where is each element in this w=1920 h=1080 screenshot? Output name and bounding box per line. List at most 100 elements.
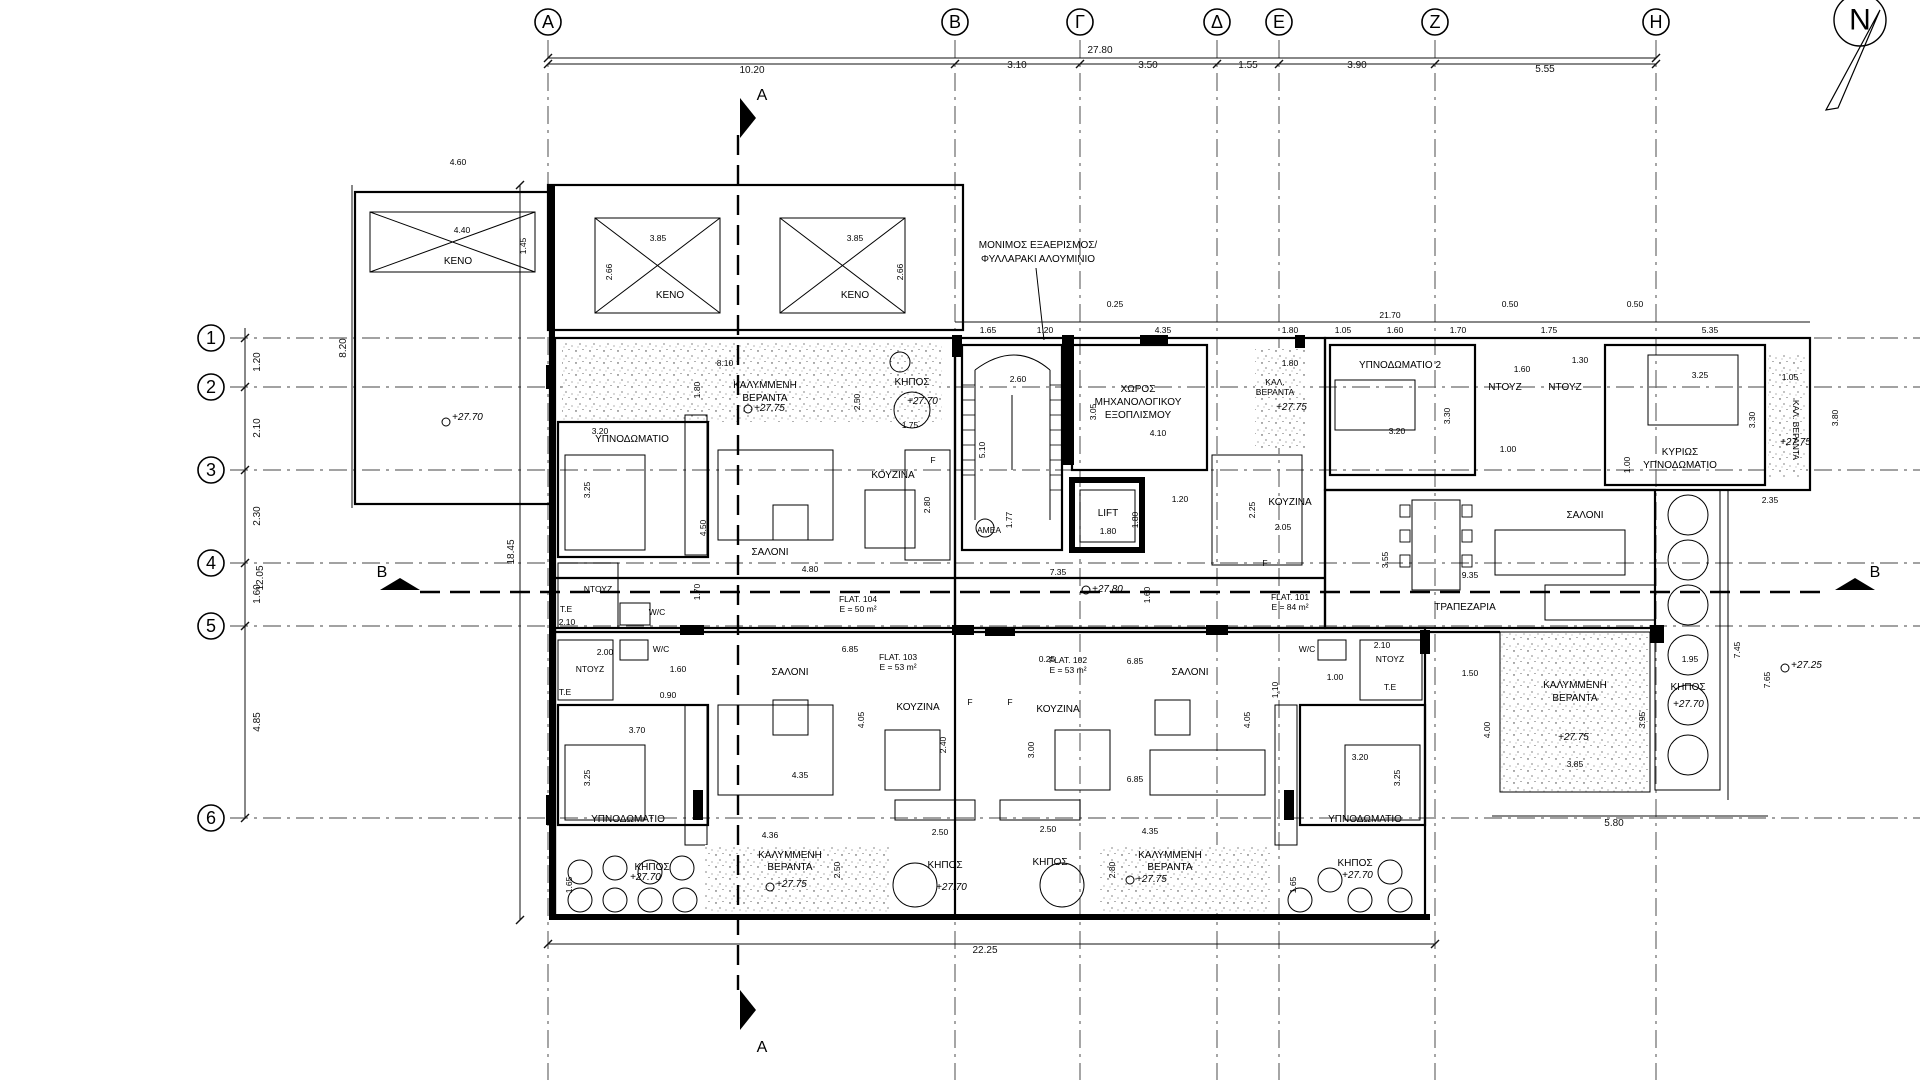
grid-bubble-g: Γ <box>1066 8 1094 36</box>
dim-row-3: 4.35 <box>1155 325 1172 335</box>
dim-veranda-tl: 8.10 <box>717 358 734 368</box>
flat-102: FLAT. 102 E = 53 m² 0.25 ΚΟΥΖΙΝΑ 3.00 F … <box>999 639 1427 846</box>
north-label: N <box>1849 4 1871 37</box>
upper-row-dims: 1.65 1.20 4.35 1.80 1.05 1.60 1.70 1.75 … <box>955 299 1810 335</box>
mech-label-2: ΜΗΧΑΝΟΛΟΓΙΚΟΥ <box>1095 397 1182 408</box>
dim-veranda-right: 3.85 <box>1567 759 1584 769</box>
dim-living-103-h: 4.05 <box>856 711 866 728</box>
dim-vent-gap: 0.25 <box>1107 299 1124 309</box>
dim-door-103: 0.90 <box>660 690 677 700</box>
grid-bubble-e: Ε <box>1265 8 1293 36</box>
dim-bottom-overall: 22.25 <box>972 945 997 956</box>
dim-bedroom-104-h: 3.25 <box>582 481 592 498</box>
grid-label-1: 1 <box>206 328 216 348</box>
grid-bubble-2: 2 <box>197 373 225 401</box>
veranda-bl-1: ΚΑΛΥΜΜΕΝΗ <box>758 850 822 861</box>
flat-104-area: E = 50 m² <box>839 604 876 614</box>
dim-veranda-104-h2: 2.50 <box>852 393 862 410</box>
dim-garden-br: 1.65 <box>1288 876 1298 893</box>
bottom-dimension-chain: 22.25 5.80 <box>543 815 1768 956</box>
dim-gap-2: 0.50 <box>1627 299 1644 309</box>
dim-gap-1: 0.50 <box>1502 299 1519 309</box>
grid-lines <box>230 40 1920 1080</box>
dim-left-seg-3: 2.30 <box>252 506 263 526</box>
dim-master-h: 3.30 <box>1747 411 1757 428</box>
dim-living-102: 6.85 <box>1127 656 1144 666</box>
flat-101-area: E = 84 m² <box>1271 602 1308 612</box>
master-label-1: ΚΥΡΙΩΣ <box>1662 447 1698 458</box>
dim-top-seg-3: 3.50 <box>1138 60 1158 71</box>
flat-102-name: FLAT. 102 <box>1049 655 1087 665</box>
dim-shaft2-h: 2.66 <box>895 263 905 280</box>
wc-104-label: W/C <box>649 607 666 617</box>
dim-garden-104: 1.75 <box>902 420 919 430</box>
shower-104-label: ΝΤΟΥΖ <box>584 584 612 594</box>
garden-bm2-label: ΚΗΠΟΣ <box>1032 857 1067 868</box>
dim-left-seg-2: 2.10 <box>252 418 263 438</box>
te-103-label: Τ.Ε <box>559 687 572 697</box>
veranda-right-1: ΚΑΛΥΜΜΕΝΗ <box>1543 680 1607 691</box>
grid-label-e: Ε <box>1273 12 1285 32</box>
north-arrow: N <box>1824 0 1887 111</box>
dim-wc-103: 1.60 <box>670 664 687 674</box>
dim-master-depth: 3.80 <box>1830 409 1840 426</box>
garden-bm1-label: ΚΗΠΟΣ <box>927 860 962 871</box>
garden-br-label: ΚΗΠΟΣ <box>1337 858 1372 869</box>
grid-label-3: 3 <box>206 460 216 480</box>
fridge-104: F <box>930 455 935 465</box>
dim-left-seg-5: 4.85 <box>252 712 263 732</box>
veranda-bm-1: ΚΑΛΥΜΜΕΝΗ <box>1138 850 1202 861</box>
vent-note-line1: ΜΟΝΙΜΟΣ ΕΞΑΕΡΙΣΜΟΣ/ <box>979 240 1098 251</box>
dim-void-width: 4.40 <box>454 225 471 235</box>
level-garden-bm1: +27.70 <box>936 882 967 893</box>
dim-void-height: 8.20 <box>338 338 349 358</box>
level-veranda-right: +27.75 <box>1558 732 1589 743</box>
dim-flat-102-gap: 0.25 <box>1039 654 1056 664</box>
dim-garden-right-h: 7.45 <box>1732 641 1742 658</box>
left-dimension-chain: 1.20 2.10 2.30 1.60 4.85 12.05 18.45 8.2… <box>240 180 525 925</box>
grid-bubble-1: 1 <box>197 324 225 352</box>
kitchen-101-label: ΚΟΥΖΙΝΑ <box>1268 497 1312 508</box>
kitchen-102-label: ΚΟΥΖΙΝΑ <box>1036 704 1080 715</box>
veranda-tl-label-2: ΒΕΡΑΝΤΑ <box>742 393 788 404</box>
dim-bedroom2: 3.20 <box>1389 426 1406 436</box>
bedroom-102-label: ΥΠΝΟΔΩΜΑΤΙΟ <box>1328 814 1402 825</box>
dim-kitchen-101-h: 2.25 <box>1247 501 1257 518</box>
dim-bedroom-102-h: 3.25 <box>1392 769 1402 786</box>
bedroom-103-label: ΥΠΝΟΔΩΜΑΤΙΟ <box>591 814 665 825</box>
dim-kal-veranda: 1.05 <box>1782 372 1799 382</box>
level-garden-right: +27.70 <box>1673 699 1704 710</box>
dim-veranda-bm: 4.35 <box>1142 826 1159 836</box>
section-line-a: A A <box>736 87 768 1056</box>
shower-101b-label: ΝΤΟΥΖ <box>1548 382 1581 393</box>
living-104-label: ΣΑΛΟΝΙ <box>751 547 788 558</box>
bedroom2-label: ΥΠΝΟΔΩΜΑΤΙΟ 2 <box>1359 360 1442 371</box>
section-b-left: B <box>377 564 388 581</box>
dim-hall-101: 1.00 <box>1500 444 1517 454</box>
flat-101-name: FLAT. 101 <box>1271 592 1309 602</box>
dim-living-104: 4.80 <box>802 564 819 574</box>
dim-corridor: 7.35 <box>1050 567 1067 577</box>
grid-bubble-5: 5 <box>197 612 225 640</box>
grid-bubble-6: 6 <box>197 804 225 832</box>
section-a-top: A <box>757 87 768 104</box>
wc-103-label: W/C <box>653 644 670 654</box>
dim-door-102: 1.00 <box>1327 672 1344 682</box>
dim-corridor-w: 1.60 <box>1142 586 1152 603</box>
building-walls <box>549 185 1812 920</box>
dining-label: ΤΡΑΠΕΖΑΡΙΑ <box>1434 602 1496 613</box>
label-void-3: ΚΕΝΟ <box>841 290 870 301</box>
stair-core: 2.60 5.10 ΑΜΕΑ 1.77 <box>960 343 1064 552</box>
dim-lift-h: 1.80 <box>1130 511 1140 528</box>
dim-shower-103: 2.00 <box>597 647 614 657</box>
dim-veranda-right-h2: 3.95 <box>1637 711 1647 728</box>
fridge-101: F <box>1262 558 1267 568</box>
veranda-bm-2: ΒΕΡΑΝΤΑ <box>1147 862 1193 873</box>
lift-label: LIFT <box>1098 508 1119 519</box>
dim-bedroom-102: 3.20 <box>1352 752 1369 762</box>
dim-lift-lobby: 1.20 <box>1172 494 1189 504</box>
flat-104-name: FLAT. 104 <box>839 594 877 604</box>
te-102-label: Τ.Ε <box>1384 682 1397 692</box>
level-kal-veranda: +27.75 <box>1780 437 1811 448</box>
